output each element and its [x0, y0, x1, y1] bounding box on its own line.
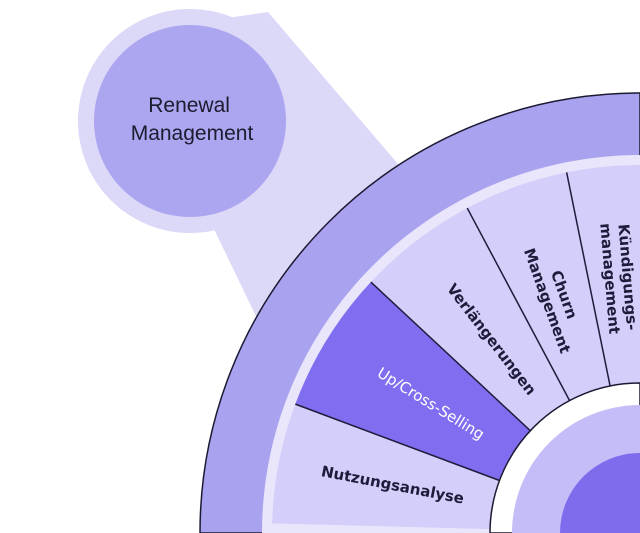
hub-label-line-2: Management	[131, 122, 254, 145]
segment-divider	[466, 207, 573, 405]
segment-dividers	[295, 172, 612, 483]
segment-divider	[370, 281, 534, 434]
core-circle	[560, 453, 640, 533]
segment-divider	[295, 403, 504, 483]
hub-bubble	[94, 25, 286, 217]
segment-wheel: NutzungsanalyseUp/Cross-SellingVerlänger…	[199, 92, 640, 533]
segment-divider	[565, 172, 612, 391]
hub-label-line-1: Renewal	[148, 94, 230, 117]
hub-label: Renewal Management	[131, 94, 254, 145]
